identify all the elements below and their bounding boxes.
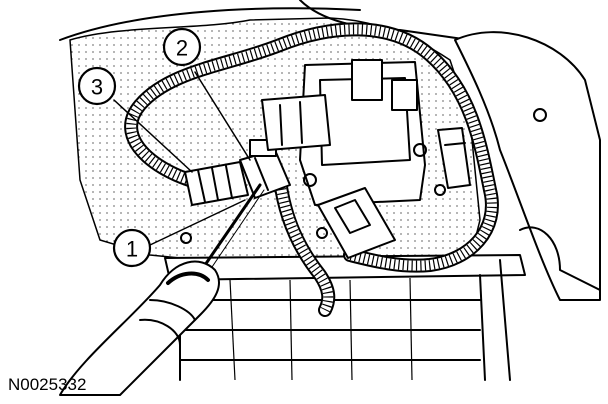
control-module xyxy=(299,59,427,206)
electrical-connector-lower xyxy=(317,187,396,259)
callout-3-label: 3 xyxy=(91,75,103,100)
screwdriver-tool xyxy=(59,183,265,396)
electrical-connector-upper xyxy=(261,94,331,151)
callout-1-label: 1 xyxy=(126,237,138,262)
callout-leader-lines xyxy=(113,71,251,246)
electrical-connector-right xyxy=(437,127,471,189)
electrical-connector-left xyxy=(184,161,249,206)
callout-1: 1 xyxy=(112,228,152,268)
callout-3: 3 xyxy=(77,66,117,106)
electrical-connector-center xyxy=(239,139,291,199)
callout-2: 2 xyxy=(162,27,202,67)
callout-2-label: 2 xyxy=(176,36,188,61)
figure-reference-code: N0025332 xyxy=(8,375,86,394)
wiring-harness xyxy=(124,22,499,317)
lower-frame xyxy=(164,254,526,381)
